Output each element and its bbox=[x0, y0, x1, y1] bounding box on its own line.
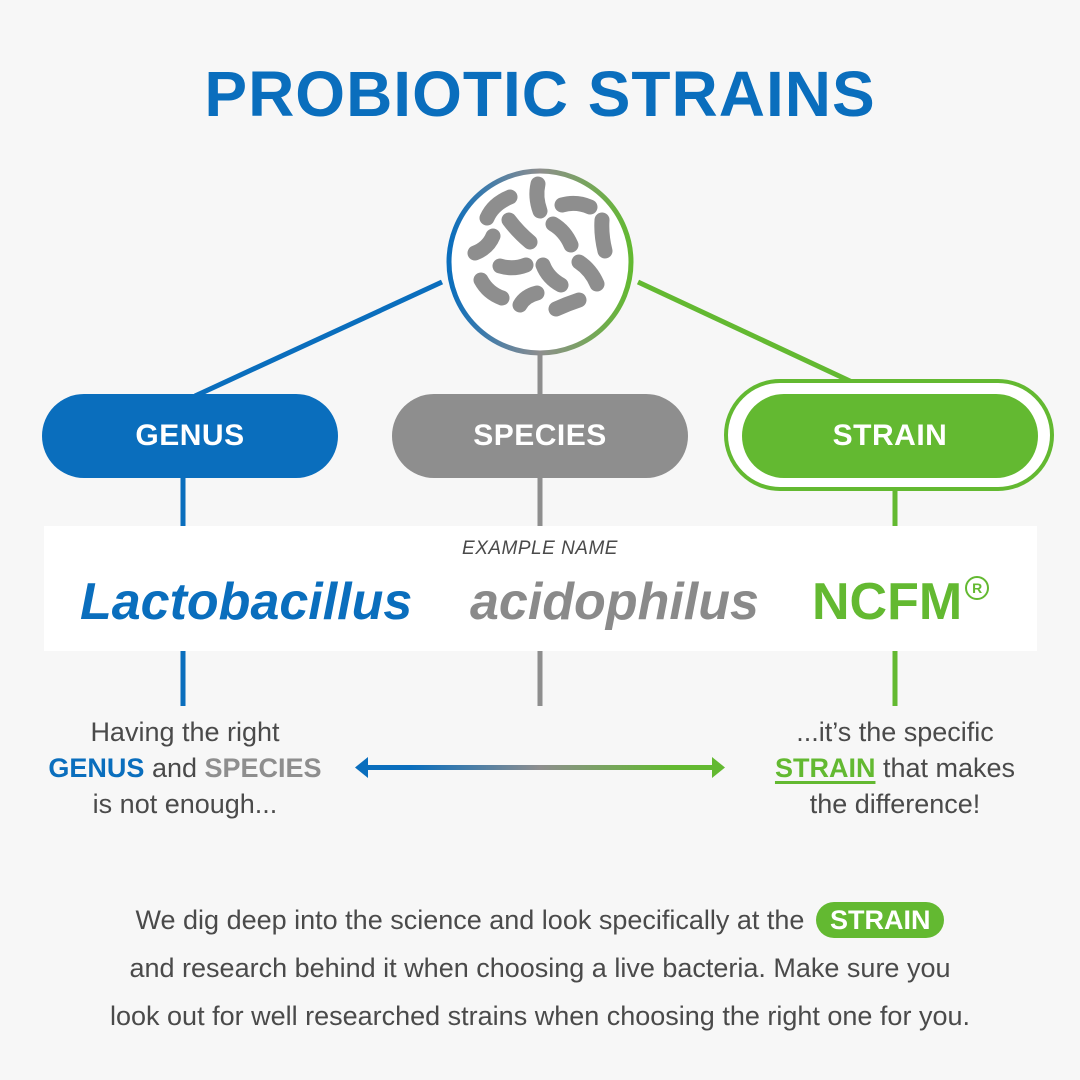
bottom-line2: and research behind it when choosing a l… bbox=[129, 953, 951, 983]
genus-pill: GENUS bbox=[42, 394, 338, 478]
double-arrow-icon bbox=[355, 757, 725, 778]
example-name-band: EXAMPLE NAME Lactobacillus acidophilus N… bbox=[44, 526, 1037, 651]
left-caption-line3: is not enough... bbox=[92, 789, 278, 819]
example-species: acidophilus bbox=[470, 573, 759, 631]
bottom-line3: look out for well researched strains whe… bbox=[110, 1001, 970, 1031]
right-caption: ...it’s the specific STRAIN that makes t… bbox=[730, 714, 1060, 822]
species-pill-label: SPECIES bbox=[473, 419, 607, 452]
right-caption-line3: the difference! bbox=[809, 789, 981, 819]
bacteria-icon bbox=[467, 176, 613, 317]
page-title: PROBIOTIC STRAINS bbox=[204, 58, 876, 130]
caption-strain: STRAIN bbox=[774, 753, 876, 783]
caption-species: SPECIES bbox=[204, 753, 322, 783]
strain-connector bbox=[636, 279, 854, 385]
example-genus: Lactobacillus bbox=[80, 573, 413, 631]
strain-badge: STRAIN bbox=[815, 902, 945, 938]
example-strain-text: NCFM bbox=[812, 573, 963, 631]
left-caption-line1: Having the right bbox=[90, 717, 280, 747]
species-pill: SPECIES bbox=[392, 394, 688, 478]
right-caption-line1: ...it’s the specific bbox=[796, 717, 994, 747]
genus-connector bbox=[193, 279, 444, 399]
left-caption: Having the right GENUS and SPECIES is no… bbox=[20, 714, 350, 822]
strain-pill: STRAIN bbox=[742, 394, 1038, 478]
caption-that-makes: that makes bbox=[875, 753, 1016, 783]
example-name-label: EXAMPLE NAME bbox=[462, 538, 618, 559]
bottom-paragraph: We dig deep into the science and look sp… bbox=[0, 896, 1080, 1040]
registered-mark-icon: R bbox=[965, 576, 990, 600]
strain-pill-label: STRAIN bbox=[832, 419, 948, 452]
bottom-line1: We dig deep into the science and look sp… bbox=[135, 905, 805, 935]
caption-and: and bbox=[144, 753, 205, 783]
caption-genus: GENUS bbox=[48, 753, 145, 783]
genus-pill-label: GENUS bbox=[135, 419, 245, 452]
